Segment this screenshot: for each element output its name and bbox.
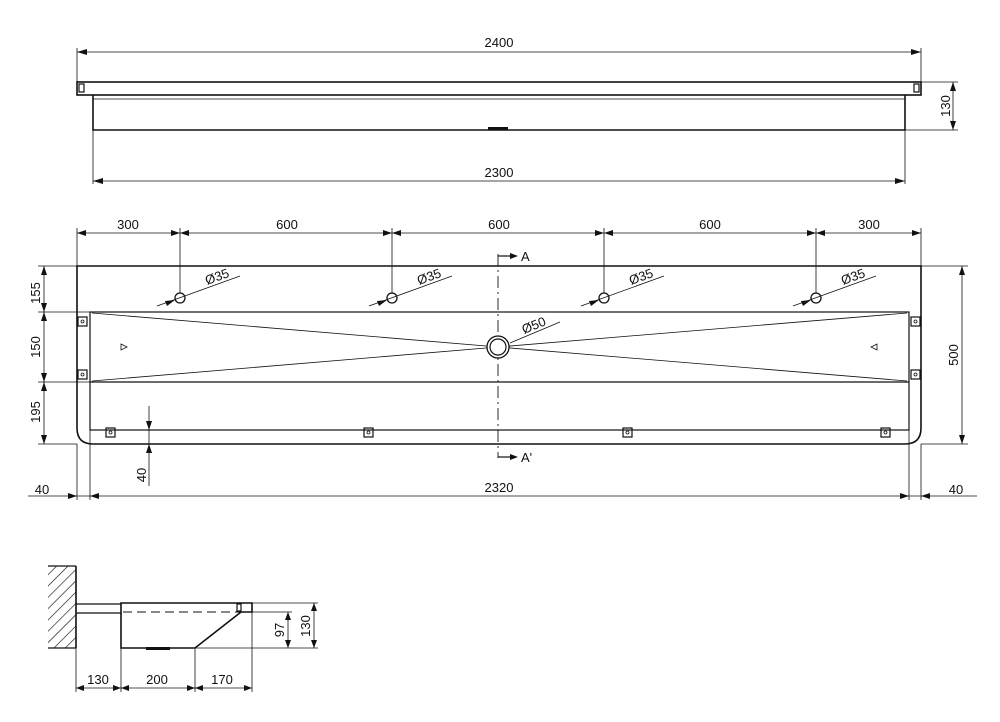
fixing-brackets xyxy=(77,316,921,438)
dim-height: 130 xyxy=(938,95,953,117)
top-view: 2400 130 2300 xyxy=(76,35,958,184)
dim-left-150: 150 xyxy=(28,336,43,358)
dim-inner-offset: 40 xyxy=(134,468,149,482)
tap-hole-label-2: Ø35 xyxy=(415,265,443,288)
dim-overall-width: 2400 xyxy=(485,35,514,50)
drain-inner xyxy=(489,338,507,356)
tap-hole-label-4: Ø35 xyxy=(839,265,867,288)
dim-left-155: 155 xyxy=(28,282,43,304)
dim-inner-width-plan: 2320 xyxy=(485,480,514,495)
dim-wall-offset: 130 xyxy=(87,672,109,687)
dim-depth-outer: 130 xyxy=(298,615,313,637)
dim-tap-spacing-1: 300 xyxy=(117,217,139,232)
tap-hole-label-3: Ø35 xyxy=(627,265,655,288)
dim-tap-spacing-2: 600 xyxy=(276,217,298,232)
dim-margin-right: 40 xyxy=(949,482,963,497)
tap-hole-leaders xyxy=(156,275,877,307)
dim-depth: 500 xyxy=(946,344,961,366)
dim-left-195: 195 xyxy=(28,401,43,423)
dim-bottom-width: 200 xyxy=(146,672,168,687)
section-marker-a-prime: A' xyxy=(521,450,532,465)
dim-margin-left: 40 xyxy=(35,482,49,497)
tap-hole-label-1: Ø35 xyxy=(203,265,231,288)
dim-tap-spacing-4: 600 xyxy=(699,217,721,232)
plan-view: 300 600 600 600 300 xyxy=(28,217,977,500)
dim-tap-spacing-3: 600 xyxy=(488,217,510,232)
dim-depth-inner: 97 xyxy=(272,623,287,637)
section-marker-a: A xyxy=(521,249,530,264)
dim-slope-width: 170 xyxy=(211,672,233,687)
dim-inner-width: 2300 xyxy=(485,165,514,180)
dim-tap-spacing-5: 300 xyxy=(858,217,880,232)
section-view: 97 130 130 200 170 xyxy=(48,565,318,692)
wall-hatch xyxy=(48,566,76,648)
